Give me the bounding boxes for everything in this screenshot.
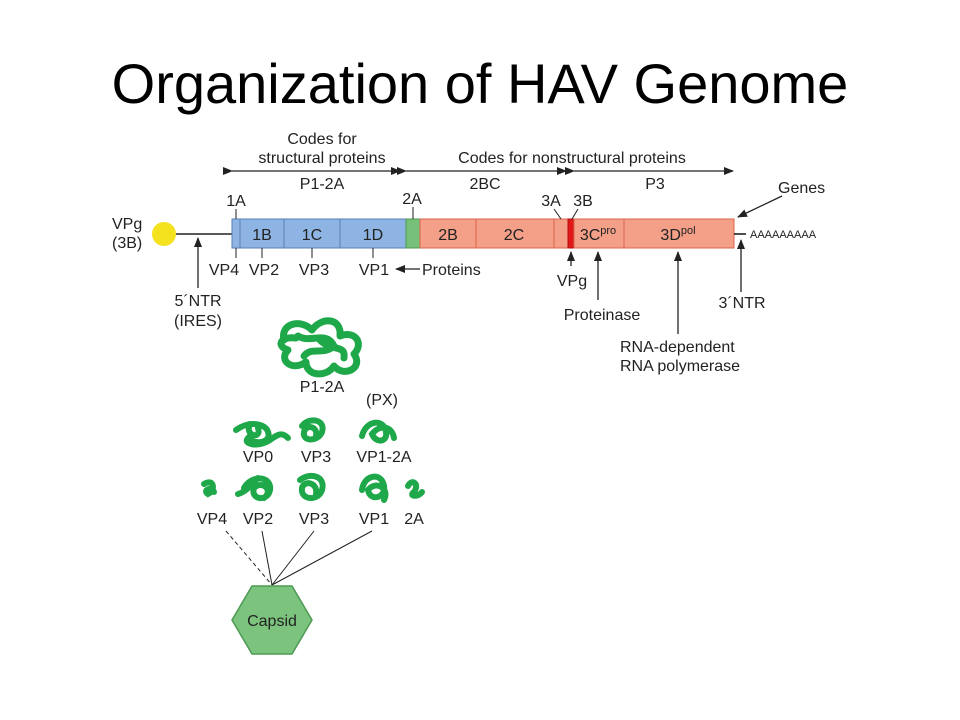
segment-3a-tick [553,208,562,220]
vp1-2a-protein-blob [359,419,397,444]
vp1-protein-blob [359,473,389,503]
segment-3c [573,218,625,249]
rdrp-label-line1: RNA-dependent [620,339,735,356]
segment-1c [283,218,341,249]
structural-label-line2: structural proteins [258,150,385,167]
vp2-label: VP2 [249,262,279,279]
vp1-label: VP1 [359,262,389,279]
ntr3-label: 3´NTR [718,295,765,312]
segment-1d-label: 1D [363,227,383,244]
rdrp-label-line2: RNA polymerase [620,358,740,375]
vp3-protein-blob [299,417,326,443]
cascade-vp1-label: VP1 [359,511,389,528]
genes-arrow [737,195,783,218]
ntr5-label-line2: (IRES) [174,313,222,330]
p2-region-name: 2BC [469,176,500,193]
vp4-protein-blob [201,479,217,498]
segment-2a-top-label: 2A [402,191,422,208]
capsid-label: Capsid [247,613,297,630]
vpg-circle [152,222,176,246]
cascade-vp1-2a-label: VP1-2A [356,449,411,466]
segment-2c-label: 2C [504,227,524,244]
vp1-to-capsid-line [271,530,373,586]
p1-2a-protein-blob [277,317,362,378]
segment-3b-top-label: 3B [573,193,593,210]
segment-3a [553,218,569,249]
cascade-px-label: (PX) [366,392,398,409]
structural-label-line1: Codes for [287,131,357,148]
cascade-vp4-label: VP4 [197,511,227,528]
cascade-vp3-label: VP3 [301,449,331,466]
cascade-vp3b-label: VP3 [299,511,329,528]
capsid-hexagon [231,585,313,655]
cascade-2a-label: 2A [404,511,424,528]
segment-3b-tick [571,208,579,220]
vpg-bottom-label: VPg [557,273,587,290]
segment-2a [405,218,421,249]
genes-label: Genes [778,180,825,197]
vpg-label-line1: VPg [112,216,142,233]
segment-1b-label: 1B [252,227,272,244]
segment-1a [231,218,241,249]
segment-1c-label: 1C [302,227,322,244]
segment-3b [567,218,575,249]
segment-1d [339,218,407,249]
vp3-label: VP3 [299,262,329,279]
page-title: Organization of HAV Genome [111,52,849,115]
segment-3a-top-label: 3A [541,193,561,210]
vp4-label: VP4 [209,262,239,279]
segment-3c-label: 3Cpro [580,225,616,244]
segment-2b [419,218,477,249]
nonstructural-label: Codes for nonstructural proteins [458,150,686,167]
poly-a-tail: AAAAAAAAA [750,229,817,241]
proteins-label: Proteins [422,262,481,279]
segment-1a-top-label: 1A [226,193,246,210]
vp2-protein-blob [235,475,274,501]
p3-region-name: P3 [645,176,665,193]
ntr5-label-line1: 5´NTR [174,293,221,310]
structural-region-name: P1-2A [300,176,345,193]
vp0-protein-blob [233,421,291,448]
cascade-p1-2a-label: P1-2A [300,379,345,396]
vpg-label-line2: (3B) [112,235,142,252]
vp4-to-capsid-line [225,530,273,586]
segment-2b-label: 2B [438,227,458,244]
cascade-vp2-label: VP2 [243,511,273,528]
proteinase-label: Proteinase [564,307,641,324]
vp3-to-capsid-line [271,530,315,586]
vp2-to-capsid-line [261,530,273,586]
2a-protein-blob [405,479,425,499]
vp3-protein-blob-2 [297,472,326,501]
segment-2c [475,218,555,249]
segment-3d-label: 3Dpol [660,225,695,244]
cascade-vp0-label: VP0 [243,449,273,466]
